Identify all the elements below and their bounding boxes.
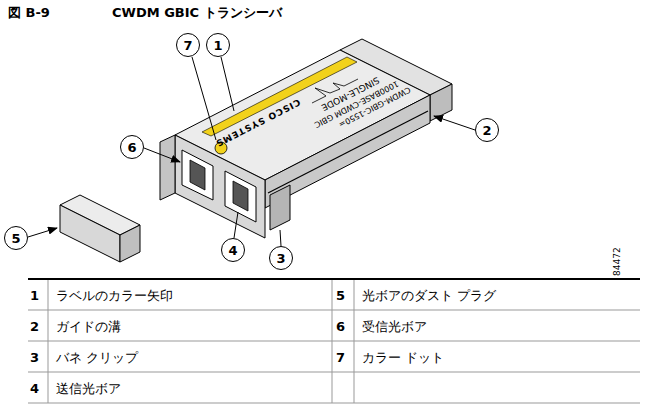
table-rule xyxy=(332,280,333,403)
callout-number: 5 xyxy=(11,232,20,245)
figure-title: CWDM GBIC トランシーバ xyxy=(112,5,282,21)
table-cell-text: 光ボアのダスト プラグ xyxy=(362,288,496,304)
table-rule xyxy=(28,341,640,342)
table-cell-number: 6 xyxy=(336,319,345,335)
leader-line xyxy=(234,212,238,238)
callout-circle: 7 xyxy=(176,33,200,57)
table-rule xyxy=(28,372,640,373)
table-cell-number: 3 xyxy=(30,350,39,366)
table-rule xyxy=(28,310,640,311)
table-cell-number: 5 xyxy=(336,288,345,304)
table-cell-text: バネ クリップ xyxy=(56,350,138,366)
callout-number: 7 xyxy=(183,39,192,52)
table-cell-number: 4 xyxy=(30,381,39,397)
dust-plug-front xyxy=(60,205,120,262)
table-cell-number: 1 xyxy=(30,288,39,304)
rx-bore xyxy=(182,150,213,200)
callout-number: 4 xyxy=(228,244,237,257)
image-id: 84472 xyxy=(612,247,623,276)
leader-line xyxy=(192,57,216,140)
tx-bore-inner xyxy=(233,181,248,211)
callout-circle: 3 xyxy=(269,246,293,270)
table-rule xyxy=(354,280,355,403)
figure-number: 図 B-9 xyxy=(8,5,50,21)
leader-line xyxy=(221,57,234,111)
callout-number: 1 xyxy=(213,39,222,52)
table-cell-text: 送信光ボア xyxy=(56,381,121,397)
callout-circle: 1 xyxy=(206,33,230,57)
callout-circle: 5 xyxy=(4,226,28,250)
table-cell-text: 受信光ボア xyxy=(362,319,427,335)
table-rule xyxy=(28,278,640,280)
callout-circle: 2 xyxy=(475,118,499,142)
callout-circle: 4 xyxy=(221,238,245,262)
rear-connector-end xyxy=(430,84,452,121)
front-frame xyxy=(160,135,175,200)
leader-arrow xyxy=(434,116,475,130)
spring-clip xyxy=(270,185,290,230)
callout-number: 6 xyxy=(127,141,136,154)
table-cell-text: ラベルのカラー矢印 xyxy=(56,288,173,304)
leader-line xyxy=(280,230,281,246)
table-cell-number: 2 xyxy=(30,319,39,335)
table-rule xyxy=(28,403,640,404)
front-face xyxy=(175,135,265,238)
tx-bore xyxy=(225,171,256,222)
table-rule xyxy=(48,280,49,403)
callout-number: 3 xyxy=(276,252,285,265)
callout-circle: 6 xyxy=(120,135,144,159)
table-cell-text: ガイドの溝 xyxy=(56,319,121,335)
rx-bore-inner xyxy=(190,160,205,190)
callout-number: 2 xyxy=(482,124,491,137)
leader-arrow xyxy=(144,148,180,162)
table-cell-text: カラー ドット xyxy=(362,350,444,366)
leader-arrow xyxy=(28,228,57,237)
dust-plug-side xyxy=(120,225,140,262)
table-cell-number: 7 xyxy=(336,350,345,366)
